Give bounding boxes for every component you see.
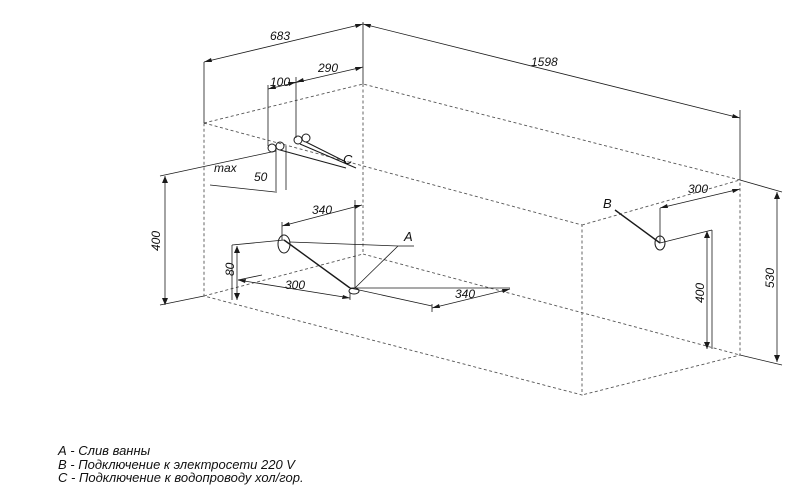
marker-c: C [343, 152, 353, 167]
dimension-line-300-right [659, 188, 741, 209]
dim-400-left: 400 [149, 231, 163, 251]
dimension-line-100-290 [267, 66, 364, 90]
dim-1598: 1598 [531, 55, 558, 69]
dimension-line-400-right [704, 231, 710, 349]
dimension-line-530 [774, 192, 780, 362]
legend: А - Слив ванны В - Подключение к электро… [58, 444, 304, 485]
dim-290: 290 [317, 61, 338, 75]
dim-100: 100 [270, 75, 290, 89]
dim-max-50: 50 [254, 170, 268, 184]
dimension-line-683 [203, 23, 364, 63]
dim-683: 683 [270, 29, 290, 43]
legend-item-a: А - Слив ванны [58, 443, 151, 458]
marker-a: A [403, 229, 413, 244]
dimension-line-340-top [281, 204, 363, 227]
drain-connection-a [277, 234, 510, 307]
dim-max-label: max [214, 161, 238, 175]
legend-item-c: С - Подключение к водопроводу хол/гор. [58, 470, 304, 485]
dimension-line-340-bottom [431, 288, 511, 309]
dim-300-right: 300 [688, 182, 708, 196]
dimension-line-400-left [162, 176, 168, 305]
extension-lines [159, 22, 783, 366]
dim-80: 80 [223, 262, 237, 276]
dim-340-bottom: 340 [455, 287, 475, 301]
marker-b: B [603, 196, 612, 211]
water-valves-c [267, 133, 357, 169]
dim-530: 530 [763, 268, 777, 288]
dimension-line-80 [234, 246, 240, 300]
dimension-line-max-50 [209, 146, 287, 193]
dim-400-right: 400 [693, 283, 707, 303]
dim-340-top: 340 [312, 203, 332, 217]
leader-a [289, 241, 414, 289]
electric-connection-b [614, 209, 666, 251]
dim-300-bottom: 300 [285, 278, 305, 292]
dimension-line-300-bottom [237, 279, 351, 299]
dimension-line-1598 [362, 23, 741, 119]
legend-item-b: В - Подключение к электросети 220 V [58, 456, 295, 472]
